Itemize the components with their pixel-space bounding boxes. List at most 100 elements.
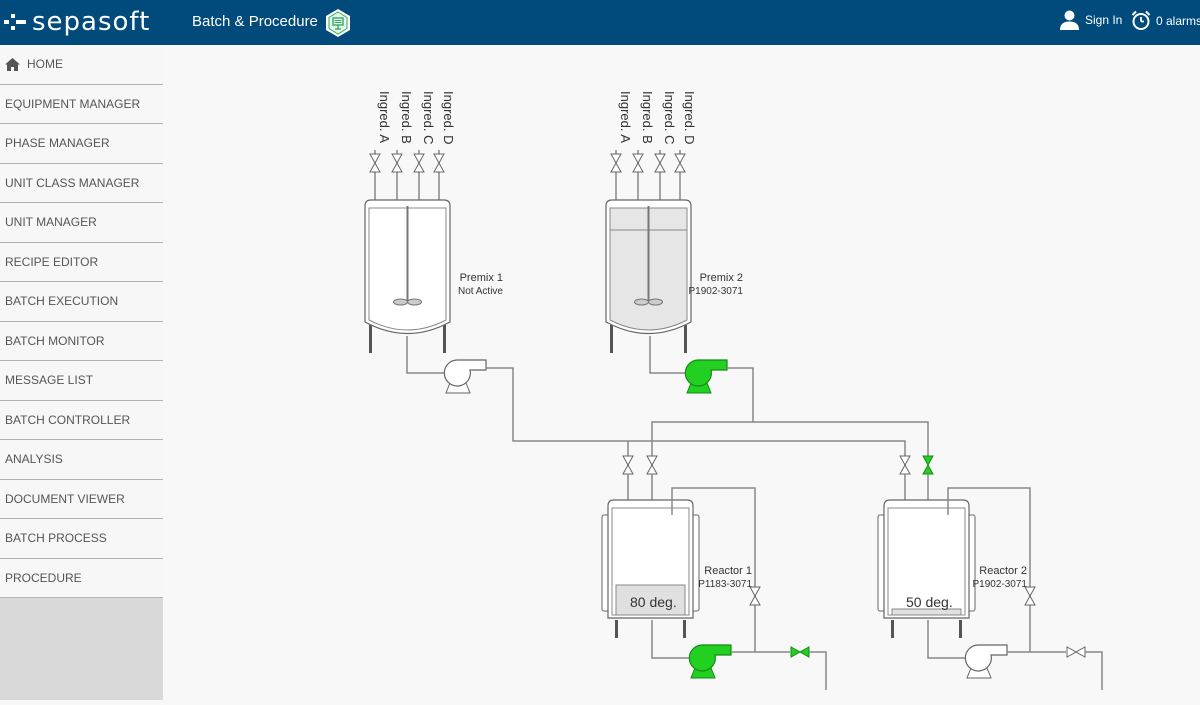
sidebar-nav: HOME EQUIPMENT MANAGER PHASE MANAGER UNIT C… bbox=[0, 45, 163, 598]
premix1-name: Premix 1 bbox=[459, 272, 503, 284]
premix2-ingredient-label: Ingred. A bbox=[618, 91, 633, 143]
sidebar-item-label: DOCUMENT VIEWER bbox=[5, 491, 125, 506]
premix1-ingredient-label: Ingred. B bbox=[399, 91, 414, 144]
sidebar-item-label: BATCH EXECUTION bbox=[5, 294, 119, 309]
sidebar-item-home[interactable]: HOME bbox=[0, 45, 163, 85]
sidebar-item-recipe-editor[interactable]: RECIPE EDITOR bbox=[0, 242, 163, 282]
reactor2-inlet-valve-icon[interactable] bbox=[922, 455, 934, 475]
reactor1-pump-icon[interactable] bbox=[688, 644, 732, 679]
reactor1-recirc-valve-icon[interactable] bbox=[749, 586, 761, 606]
premix1-label: Premix 1 Not Active bbox=[383, 271, 503, 299]
pipe bbox=[1085, 651, 1103, 690]
premix1-ingredient-label: Ingred. C bbox=[421, 91, 436, 144]
app-badge-icon[interactable] bbox=[325, 8, 351, 43]
home-icon bbox=[5, 57, 20, 71]
sidebar-item-batch-execution[interactable]: BATCH EXECUTION bbox=[0, 282, 163, 322]
sidebar-item-phase-manager[interactable]: PHASE MANAGER bbox=[0, 124, 163, 164]
premix2-vessel[interactable] bbox=[605, 199, 692, 353]
alarms-button[interactable]: 0 alarms bbox=[1131, 10, 1200, 31]
ingredient-valve-icon[interactable] bbox=[413, 153, 425, 173]
sidebar-item-procedure[interactable]: PROCEDURE bbox=[0, 558, 163, 598]
sidebar-item-unit-manager[interactable]: UNIT MANAGER bbox=[0, 203, 163, 243]
reactor2-name: Reactor 2 bbox=[979, 565, 1027, 577]
reactor1-status: P1183-3071 bbox=[698, 579, 752, 590]
ingredient-valve-icon[interactable] bbox=[632, 153, 644, 173]
premix1-status: Not Active bbox=[457, 286, 503, 297]
reactor2-temp: 50 deg. bbox=[906, 594, 953, 610]
ingredient-valve-icon[interactable] bbox=[369, 153, 381, 173]
sidebar-item-label: UNIT CLASS MANAGER bbox=[5, 175, 140, 190]
brand-name: sepasoft bbox=[32, 7, 151, 37]
sidebar-item-label: BATCH MONITOR bbox=[5, 333, 105, 348]
pipe bbox=[947, 487, 1031, 652]
premix1-pump-icon[interactable] bbox=[443, 359, 487, 394]
sidebar-item-label: MESSAGE LIST bbox=[5, 373, 94, 388]
reactor1-inlet-valve-icon[interactable] bbox=[622, 455, 634, 475]
pid-diagram: Ingred. A Ingred. B Ingred. C Ingred. D Ingr… bbox=[364, 91, 1103, 690]
premix2-ingredient-label: Ingred. B bbox=[640, 91, 655, 144]
sepasoft-logo-icon bbox=[4, 14, 26, 30]
sidebar-item-label: HOME bbox=[27, 57, 63, 72]
reactor1-name: Reactor 1 bbox=[704, 565, 752, 577]
premix1-ingredient-label: Ingred. A bbox=[377, 91, 392, 143]
sidebar-item-equipment-manager[interactable]: EQUIPMENT MANAGER bbox=[0, 84, 163, 124]
sidebar-item-unit-class-manager[interactable]: UNIT CLASS MANAGER bbox=[0, 163, 163, 203]
app-title: Batch & Procedure bbox=[192, 13, 318, 30]
premix2-pump-icon[interactable] bbox=[684, 359, 728, 394]
reactor2-pump-icon[interactable] bbox=[964, 644, 1008, 679]
reactor1-level-fill bbox=[615, 584, 686, 616]
sidebar: HOME EQUIPMENT MANAGER PHASE MANAGER UNIT C… bbox=[0, 45, 163, 700]
top-bar: sepasoft Batch & Procedure Sign In 0 ala… bbox=[0, 0, 1200, 45]
pipe bbox=[671, 487, 756, 652]
pipe bbox=[486, 367, 906, 470]
sidebar-item-label: PHASE MANAGER bbox=[5, 136, 110, 151]
sidebar-item-label: UNIT MANAGER bbox=[5, 215, 97, 230]
alarms-label: 0 alarms bbox=[1156, 13, 1200, 28]
sidebar-item-document-viewer[interactable]: DOCUMENT VIEWER bbox=[0, 479, 163, 519]
reactor1-label: Reactor 1 P1183-3071 bbox=[628, 564, 752, 592]
sidebar-item-message-list[interactable]: MESSAGE LIST bbox=[0, 361, 163, 401]
reactor2-recirc-valve-icon[interactable] bbox=[1024, 586, 1036, 606]
sidebar-item-label: EQUIPMENT MANAGER bbox=[5, 96, 141, 111]
sidebar-item-label: BATCH CONTROLLER bbox=[5, 412, 131, 427]
sidebar-item-label: BATCH PROCESS bbox=[5, 531, 107, 546]
pipe bbox=[406, 336, 445, 374]
sidebar-item-batch-controller[interactable]: BATCH CONTROLLER bbox=[0, 400, 163, 440]
premix2-name: Premix 2 bbox=[699, 272, 743, 284]
reactor2-outlet-valve-icon[interactable] bbox=[1066, 646, 1086, 658]
sidebar-item-label: RECIPE EDITOR bbox=[5, 254, 99, 269]
ingredient-valve-icon[interactable] bbox=[654, 153, 666, 173]
alarm-clock-icon bbox=[1131, 10, 1151, 30]
reactor2-level-fill bbox=[891, 608, 962, 616]
ingredient-valve-icon[interactable] bbox=[433, 153, 445, 173]
reactor2-label: Reactor 2 P1902-3071 bbox=[903, 564, 1028, 592]
ingredient-valve-icon[interactable] bbox=[391, 153, 403, 173]
pipe bbox=[649, 336, 686, 374]
premix2-ingredient-label: Ingred. C bbox=[662, 91, 677, 144]
reactor1-inlet-valve-icon[interactable] bbox=[646, 455, 658, 475]
premix1-vessel[interactable] bbox=[364, 199, 451, 353]
premix2-label: Premix 2 P1902-3071 bbox=[623, 271, 744, 299]
ingredient-valve-icon[interactable] bbox=[610, 153, 622, 173]
pipe bbox=[753, 421, 929, 470]
sidebar-item-analysis[interactable]: ANALYSIS bbox=[0, 440, 163, 480]
pipe bbox=[809, 651, 827, 690]
reactor1-temp: 80 deg. bbox=[630, 594, 677, 610]
sidebar-item-batch-process[interactable]: BATCH PROCESS bbox=[0, 519, 163, 559]
sidebar-item-batch-monitor[interactable]: BATCH MONITOR bbox=[0, 321, 163, 361]
premix2-status: P1902-3071 bbox=[688, 286, 744, 297]
reactor2-vessel[interactable] bbox=[877, 499, 976, 638]
process-diagram: Ingred. A Ingred. B Ingred. C Ingred. D Ingr… bbox=[163, 45, 1200, 700]
reactor2-inlet-valve-icon[interactable] bbox=[899, 455, 911, 475]
sign-in-label: Sign In bbox=[1085, 13, 1123, 27]
user-icon bbox=[1060, 10, 1079, 30]
pipe bbox=[927, 620, 966, 659]
brand-logo[interactable]: sepasoft bbox=[4, 6, 150, 38]
ingredient-valve-icon[interactable] bbox=[674, 153, 686, 173]
sidebar-item-label: PROCEDURE bbox=[5, 570, 82, 585]
reactor1-outlet-valve-icon[interactable] bbox=[790, 646, 810, 658]
premix2-ingredient-label: Ingred. D bbox=[682, 91, 697, 144]
reactor2-status: P1902-3071 bbox=[972, 579, 1028, 590]
sign-in-button[interactable]: Sign In bbox=[1060, 10, 1122, 30]
premix1-ingredient-label: Ingred. D bbox=[441, 91, 456, 144]
